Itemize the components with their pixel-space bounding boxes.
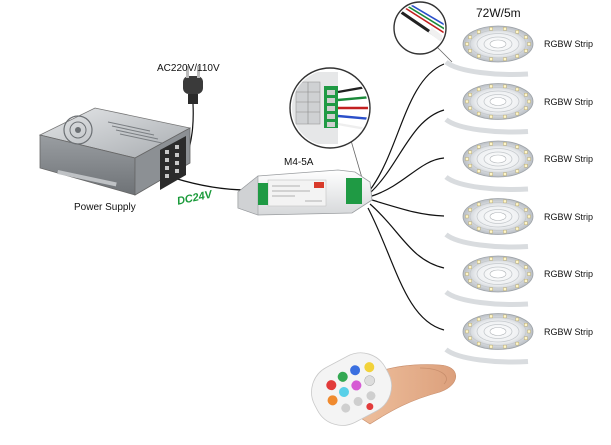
ac-plug-icon (183, 66, 203, 104)
power-supply-label: Power Supply (74, 202, 136, 213)
rf-remote-in-hand (311, 352, 457, 426)
controller-terminal-zoom (289, 67, 371, 149)
rgbw-strip-label: RGBW Strip (544, 269, 594, 279)
output-wire-5 (369, 203, 445, 269)
led-strip-reel (444, 198, 534, 250)
rgbw-strip-label: RGBW Strip (544, 326, 594, 337)
led-strip-reel (444, 140, 534, 192)
controller-model-label: M4-5A (284, 157, 314, 168)
rgbw-strip-label: RGBW Strip (544, 39, 594, 49)
led-strip-reel (444, 83, 534, 135)
power-supply-unit (38, 107, 192, 196)
remote-body (311, 352, 392, 426)
output-wire-3 (371, 157, 445, 197)
led-strip-reels (444, 25, 534, 365)
led-strip-reel (444, 255, 534, 307)
ac-input-label: AC220V/110V (157, 63, 220, 74)
rgbw-strip-label: RGBW Strip (544, 154, 594, 164)
wiring (173, 44, 453, 331)
output-wire-2 (369, 109, 445, 194)
led-strip-reel (444, 313, 534, 365)
strip-rating-label: 72W/5m (476, 6, 521, 20)
output-wire-6 (367, 207, 445, 331)
m4-5a-controller (237, 169, 373, 216)
controller-status-led (314, 182, 324, 188)
dc-cable (173, 177, 249, 191)
led-strip-reel (444, 25, 534, 77)
output-wire-1 (369, 63, 445, 191)
strip-connector-zoom (393, 1, 447, 55)
output-wire-4 (371, 199, 445, 217)
rgbw-strip-label: RGBW Strip (544, 96, 594, 107)
fan-grill (63, 115, 93, 145)
psu-terminal-block (160, 136, 186, 190)
rgbw-strip-label: RGBW Strip (544, 211, 594, 222)
